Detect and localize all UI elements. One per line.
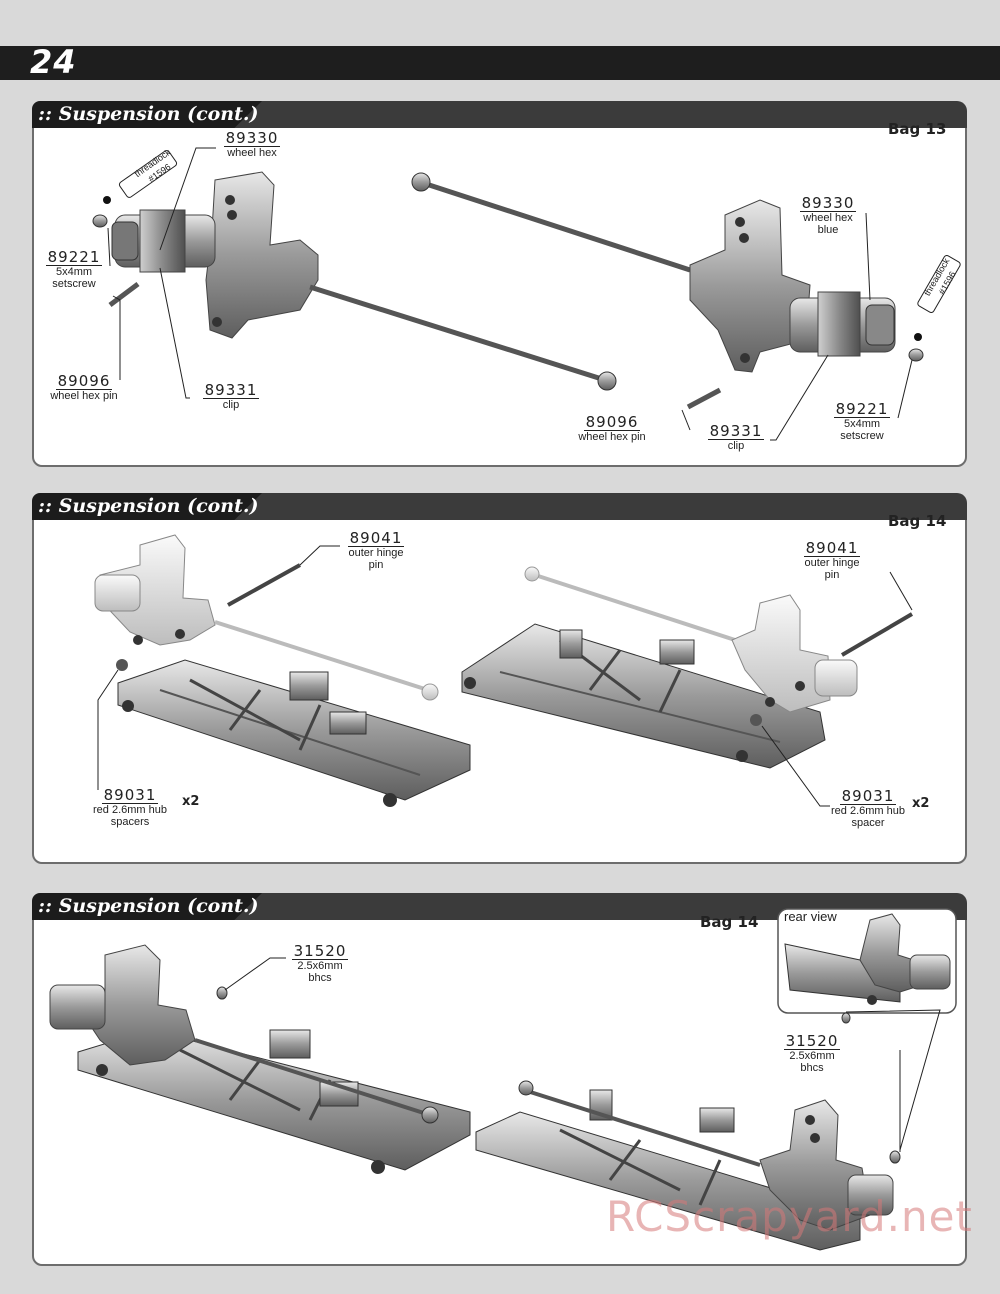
callout-89221-setscrew-right: 89221 5x4mm setscrew <box>833 400 891 442</box>
callout-89041-outer-hinge-pin-left: 89041 outer hinge pin <box>347 529 405 571</box>
right-hub-carrier-outline <box>731 594 858 713</box>
right-assembled-arm <box>475 1080 894 1251</box>
callout-31520-bhcs-right: 31520 2.5x6mm bhcs <box>783 1032 841 1074</box>
right-driveshaft-ball <box>411 172 431 192</box>
left-suspension-arm <box>117 659 471 807</box>
outer-hinge-pin-right-icon <box>840 612 914 657</box>
hex-pin-left-icon <box>108 282 140 307</box>
callout-89031-hub-spacers-left: 89031 red 2.6mm hub spacers <box>93 786 167 829</box>
callout-89331-clip-right: 89331 clip <box>707 422 765 452</box>
section-2-leader-lines <box>97 545 913 807</box>
section-2-header: :: Suspension (cont.) <box>32 493 967 520</box>
callout-89330-wheel-hex: 89330 wheel hex <box>223 129 281 159</box>
section-1-header: :: Suspension (cont.) <box>32 101 967 128</box>
hub-spacer-right-icon <box>750 714 762 726</box>
section-1-leader-lines <box>107 147 913 441</box>
callout-89031-hub-spacer-right: 89031 red 2.6mm hub spacer <box>831 787 905 830</box>
left-driveshaft-ball <box>597 371 617 391</box>
rear-view-label: rear view <box>784 909 837 924</box>
right-driveshaft <box>419 179 691 273</box>
callout-89330-wheel-hex-blue: 89330 wheel hex blue <box>799 194 857 236</box>
watermark: RCScrapyard.net <box>606 1192 973 1241</box>
section-3-leader-lines <box>224 957 941 1152</box>
hex-pin-right-icon <box>686 387 722 410</box>
section-3-title: :: Suspension (cont.) <box>38 895 259 917</box>
page-number: 24 <box>30 43 77 81</box>
right-hub-carrier <box>689 199 896 373</box>
bhcs-screw-left-icon <box>216 986 228 1000</box>
right-driveshaft-outline <box>531 572 736 642</box>
outer-hinge-pin-left-icon <box>227 563 301 607</box>
rear-view-inset <box>777 908 957 1024</box>
left-hub-carrier <box>111 171 319 339</box>
callout-89221-setscrew-left: 89221 5x4mm setscrew <box>45 248 103 290</box>
section-1-title: :: Suspension (cont.) <box>38 103 259 125</box>
left-assembled-arm <box>49 944 471 1174</box>
callout-31520-bhcs-left: 31520 2.5x6mm bhcs <box>291 942 349 984</box>
multiplier-right: x2 <box>912 796 930 811</box>
hub-spacer-left-icon <box>116 659 128 671</box>
left-driveshaft <box>309 284 606 383</box>
left-driveshaft-outline <box>214 620 429 692</box>
section-1-panel <box>32 104 967 467</box>
section-3-bag-label: Bag 14 <box>700 913 759 931</box>
section-2-bag-label: Bag 14 <box>888 512 947 530</box>
page-header-bar: 24 <box>0 43 1000 81</box>
setscrew-left-icon <box>92 214 108 228</box>
callout-89096-wheel-hex-pin-left: 89096 wheel hex pin <box>50 372 118 403</box>
callout-89331-clip-left: 89331 clip <box>202 381 260 411</box>
left-hub-carrier-outline <box>94 534 216 646</box>
section-1-bag-label: Bag 13 <box>888 120 947 138</box>
right-suspension-arm <box>461 623 826 769</box>
threadlock-tube-left-icon <box>103 150 178 204</box>
multiplier-left: x2 <box>182 794 200 809</box>
bhcs-screw-right-icon <box>889 1150 901 1164</box>
threadlock-tube-right-icon <box>914 254 961 341</box>
setscrew-right-icon <box>908 348 924 362</box>
callout-89041-outer-hinge-pin-right: 89041 outer hinge pin <box>803 539 861 581</box>
section-2-title: :: Suspension (cont.) <box>38 495 259 517</box>
callout-89096-wheel-hex-pin-right: 89096 wheel hex pin <box>578 413 646 444</box>
